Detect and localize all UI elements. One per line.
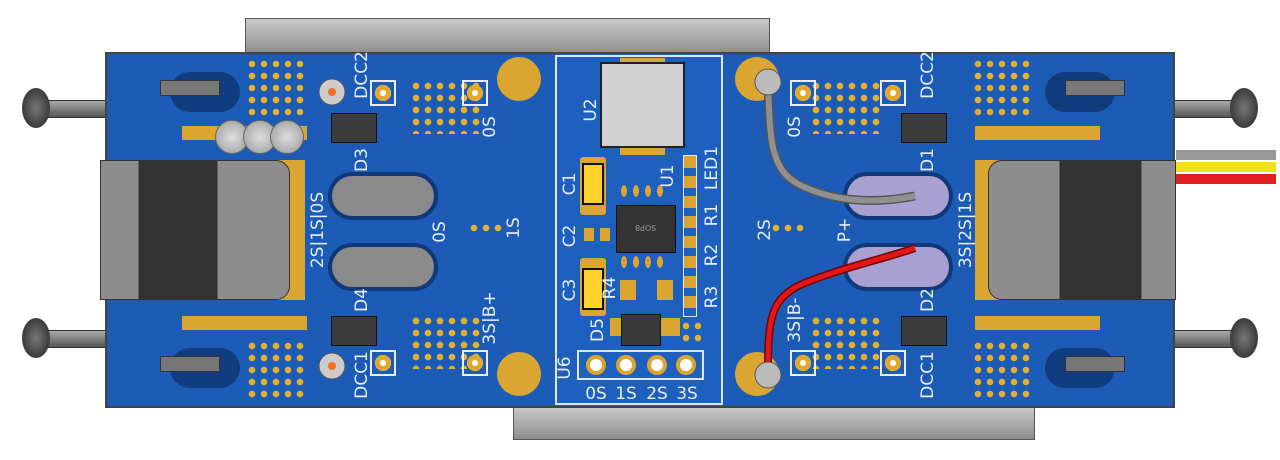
label-d3: D3	[352, 148, 372, 172]
diode-d5	[621, 314, 661, 346]
diode-d1	[892, 113, 956, 143]
via-row	[468, 222, 504, 234]
label-0s-top-right: 0S	[785, 116, 805, 138]
u1-pins-bottom	[618, 256, 666, 268]
header-u6	[577, 350, 704, 380]
slot-left-top	[328, 172, 438, 220]
pad-3s-left	[462, 350, 488, 376]
inductor-u2	[600, 62, 685, 148]
wire-red	[1176, 174, 1276, 184]
label-r2: R2	[702, 243, 722, 267]
capacitor-c3	[582, 268, 604, 310]
label-switch-right: 3S|2S|1S	[956, 191, 976, 269]
label-d2: D2	[918, 288, 938, 312]
ic-u1: SOP8	[616, 205, 676, 253]
u1-pins-top	[618, 185, 666, 197]
copper-strip	[975, 316, 1100, 330]
label-0s-mid-left: 0S	[430, 221, 450, 243]
u1-marking: SOP8	[635, 223, 657, 232]
r4-pad	[657, 280, 673, 300]
diode-d3	[322, 113, 386, 143]
label-c2: C2	[560, 224, 580, 248]
r4-pad	[620, 280, 636, 300]
bottom-frame-rail	[513, 406, 1035, 440]
c2-pad	[600, 228, 610, 241]
label-switch-left: 2S|1S|0S	[308, 191, 328, 269]
diode-d4	[322, 316, 386, 346]
via-grid	[810, 315, 882, 369]
connector-right	[988, 160, 1176, 300]
label-p-plus: P+	[835, 217, 855, 243]
pad-0s-left	[462, 80, 488, 106]
pad-3s-right	[790, 350, 816, 376]
label-1s: 1S	[504, 217, 524, 239]
via-row	[770, 222, 806, 234]
mount-pad	[497, 352, 541, 396]
top-frame-rail	[245, 18, 770, 54]
via-grid	[972, 58, 1032, 118]
via-grid	[680, 320, 704, 344]
label-header-0s: 0S	[585, 384, 607, 404]
label-r3: R3	[702, 285, 722, 309]
label-c1: C1	[560, 172, 580, 196]
wheel-right-bottom	[1230, 318, 1258, 358]
clip-left-bottom	[160, 348, 240, 388]
copper-strip	[975, 126, 1100, 140]
copper-strip	[182, 316, 307, 330]
label-c3: C3	[560, 278, 580, 302]
header-pin-1s[interactable]	[616, 355, 636, 375]
pad-dcc2-right	[880, 80, 906, 106]
wire-yellow	[1176, 162, 1276, 172]
label-r4: R4	[600, 276, 620, 300]
header-pin-0s[interactable]	[586, 355, 606, 375]
label-u2: U2	[581, 98, 601, 122]
c2-pad	[584, 228, 594, 241]
capacitor-c1	[582, 163, 604, 205]
via-grid	[972, 340, 1032, 400]
label-dcc2-right: DCC2	[918, 51, 938, 99]
label-dcc1-left: DCC1	[352, 351, 372, 399]
label-dcc1-right: DCC1	[918, 351, 938, 399]
label-r1: R1	[702, 203, 722, 227]
via-grid	[246, 58, 306, 118]
via-grid	[810, 80, 882, 134]
slot-left-bottom	[328, 243, 438, 291]
label-dcc2-left: DCC2	[352, 51, 372, 99]
clip-left-top	[160, 72, 240, 112]
wheel-left-bottom	[22, 318, 50, 358]
label-d4: D4	[352, 288, 372, 312]
solder-blob	[270, 120, 304, 154]
label-header-1s: 1S	[615, 384, 637, 404]
label-d1: D1	[918, 148, 938, 172]
header-pin-2s[interactable]	[647, 355, 667, 375]
clip-right-bottom	[1045, 348, 1125, 388]
label-u6: U6	[555, 356, 575, 380]
label-d5: D5	[588, 318, 608, 342]
pad-dcc1-right	[880, 350, 906, 376]
label-3s-bminus: 3S|B-	[785, 297, 805, 343]
label-led1: LED1	[702, 145, 722, 191]
wheel-right-top	[1230, 88, 1258, 128]
label-header-2s: 2S	[646, 384, 668, 404]
gray-wire	[763, 81, 916, 205]
wheel-left-top	[22, 88, 50, 128]
header-pin-3s[interactable]	[676, 355, 696, 375]
pad-dcc1-left	[370, 350, 396, 376]
mount-pad	[497, 57, 541, 101]
via-grid	[246, 340, 306, 400]
label-0s-top-left: 0S	[480, 116, 500, 138]
connector-left	[100, 160, 290, 300]
label-2s: 2S	[755, 219, 775, 241]
clip-right-top	[1045, 72, 1125, 112]
label-3s-bplus: 3S|B+	[480, 291, 500, 345]
pad-0s-right	[790, 80, 816, 106]
u2-pad	[620, 145, 665, 155]
pad-dcc2-left	[370, 80, 396, 106]
resistor-led-column	[683, 155, 697, 317]
label-u1: U1	[658, 164, 678, 188]
diode-d2	[892, 316, 956, 346]
wire-gray	[1176, 150, 1276, 160]
label-header-3s: 3S	[676, 384, 698, 404]
